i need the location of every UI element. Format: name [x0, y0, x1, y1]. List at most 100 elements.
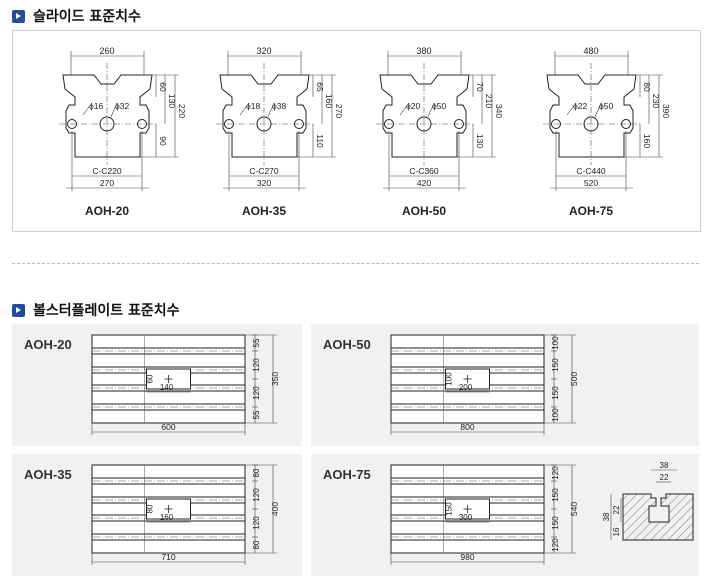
- dim-large-dia: ϕ38: [272, 101, 286, 111]
- dim-width: 520: [584, 178, 598, 188]
- dim-width: 270: [100, 178, 114, 188]
- dim-h-top: 80: [642, 82, 652, 92]
- section-title-text: 슬라이드 표준치수: [33, 9, 141, 25]
- dim-small-dia: ϕ20: [406, 101, 420, 111]
- dim-center-h: 150: [445, 502, 454, 516]
- dim-h-top: 60: [158, 82, 168, 92]
- slide-model-label: AOH-20: [85, 204, 129, 218]
- section-title-slide: 슬라이드 표준치수: [12, 6, 141, 26]
- dim-top-width: 260: [99, 46, 114, 56]
- dim-center-h: 80: [146, 504, 155, 513]
- leader-line: [110, 102, 118, 118]
- dim-cc: C-C440: [576, 166, 606, 176]
- center-hole: [256, 116, 272, 132]
- dim-cc: C-C360: [409, 166, 439, 176]
- dim-width: 800: [460, 422, 474, 432]
- dim-segment: 80: [252, 468, 261, 477]
- section-title-bolster: 볼스터플레이트 표준치수: [12, 300, 180, 320]
- dim-center-w: 160: [160, 513, 174, 522]
- dim-center-w: 140: [160, 383, 174, 392]
- dim-large-dia: ϕ32: [115, 101, 129, 111]
- dim-tslot-depth: 38: [602, 512, 611, 521]
- dim-h-total: 270: [334, 104, 344, 118]
- dim-small-dia: ϕ16: [89, 101, 103, 111]
- dim-segment: 100: [551, 408, 560, 422]
- dim-h-top: 70: [475, 82, 485, 92]
- side-hole: [551, 119, 561, 129]
- section-title-text: 볼스터플레이트 표준치수: [33, 303, 180, 319]
- side-hole: [454, 119, 464, 129]
- dim-center-h: 60: [146, 374, 155, 383]
- slide-outline: [546, 74, 637, 158]
- side-hole: [621, 119, 631, 129]
- leader-line: [427, 102, 435, 118]
- slide-model-label: AOH-75: [569, 204, 613, 218]
- dim-segment: 120: [252, 516, 261, 530]
- slide-model-label: AOH-50: [402, 204, 446, 218]
- section-divider: [12, 263, 699, 264]
- bolster-panel-aoh-50: AOH-50 100 200 800 100 150 150 100 500: [311, 324, 699, 446]
- dim-tslot-head: 16: [612, 527, 621, 536]
- center-hole: [416, 116, 432, 132]
- bolster-model-label: AOH-50: [323, 337, 371, 352]
- side-hole: [384, 119, 394, 129]
- dim-h-total: 340: [494, 104, 504, 118]
- dim-segment: 120: [252, 386, 261, 400]
- dim-h-mid: 130: [167, 94, 177, 108]
- slide-model-label: AOH-35: [242, 204, 286, 218]
- dim-segment: 120: [252, 358, 261, 372]
- slide-outline: [62, 74, 153, 158]
- dim-h-mid: 210: [484, 94, 494, 108]
- dim-width: 420: [417, 178, 431, 188]
- dim-tslot-top: 38: [660, 462, 669, 470]
- dim-segment: 150: [551, 516, 560, 530]
- leader-line: [399, 102, 410, 116]
- dim-segment: 55: [252, 410, 261, 419]
- dim-height: 500: [569, 372, 579, 386]
- dim-height: 350: [270, 372, 280, 386]
- dim-top-width: 380: [416, 46, 431, 56]
- slide-outline: [379, 74, 470, 158]
- leader-line: [82, 102, 93, 116]
- dim-small-dia: ϕ22: [573, 101, 587, 111]
- dim-width: 600: [161, 422, 175, 432]
- bolster-model-label: AOH-20: [24, 337, 72, 352]
- bolster-drawing: 100 200 800 100 150 150 100 500: [390, 334, 579, 435]
- dim-segment: 150: [551, 358, 560, 372]
- dim-small-dia: ϕ18: [246, 101, 260, 111]
- bullet-play-icon: [12, 303, 25, 317]
- side-hole: [224, 119, 234, 129]
- dim-segment: 80: [252, 540, 261, 549]
- side-hole: [137, 119, 147, 129]
- bolster-plate: 100 200 800 100 150 150 100 500: [390, 334, 579, 435]
- dim-segment: 120: [252, 488, 261, 502]
- dim-top-width: 480: [583, 46, 598, 56]
- dim-h-bottom: 90: [158, 136, 168, 146]
- dim-h-total: 390: [661, 104, 671, 118]
- side-hole: [294, 119, 304, 129]
- dim-segment: 100: [551, 336, 560, 350]
- side-hole: [67, 119, 77, 129]
- dim-center-w: 200: [459, 383, 473, 392]
- dim-large-dia: ϕ50: [432, 101, 446, 111]
- dim-cc: C-C270: [249, 166, 279, 176]
- dim-width: 320: [257, 178, 271, 188]
- leader-line: [239, 102, 250, 116]
- dim-center-h: 100: [445, 372, 454, 386]
- dim-width: 710: [161, 552, 175, 562]
- dim-segment: 150: [551, 386, 560, 400]
- dim-h-bottom: 110: [315, 134, 325, 148]
- bolster-model-label: AOH-35: [24, 467, 72, 482]
